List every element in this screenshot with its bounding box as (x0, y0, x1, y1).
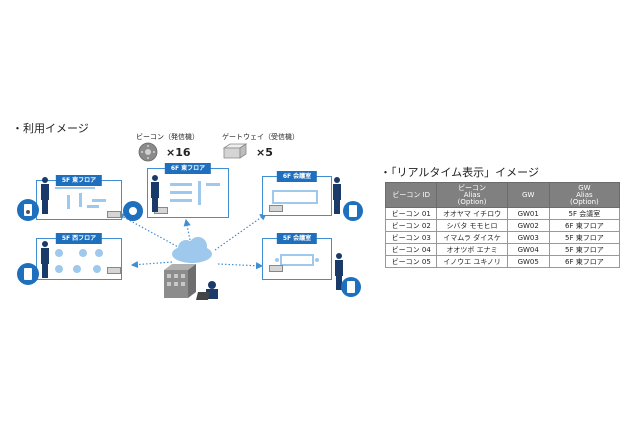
cell-beacon-id: ビーコン 01 (384, 207, 438, 220)
gateway-icon (269, 205, 283, 212)
cell-gw: GW05 (506, 255, 550, 268)
table-row: ビーコン 03 イマムラ ダイスケ GW03 5F 東フロア (384, 231, 621, 244)
header-beacon-id: ビーコン ID (384, 182, 438, 208)
desk-layout (170, 181, 220, 205)
cell-gw-alias: 5F 東フロア (548, 243, 621, 256)
header-gw: GW (506, 182, 550, 208)
table-row: ビーコン 04 オオツボ エナミ GW04 5F 東フロア (384, 243, 621, 256)
cell-gw: GW01 (506, 207, 550, 220)
floor-label: 5F 会議室 (276, 233, 318, 244)
cell-beacon-alias: オオツボ エナミ (436, 243, 508, 256)
cell-gw-alias: 6F 東フロア (548, 219, 621, 232)
cell-beacon-alias: イマムラ ダイスケ (436, 231, 508, 244)
table-header-row: ビーコン ID ビーコン Alias (Option) GW GW Alias … (384, 182, 621, 208)
desk-layout (55, 187, 106, 209)
gateway-icon (269, 265, 283, 272)
cell-beacon-id: ビーコン 05 (384, 255, 438, 268)
cell-gw-alias: 5F 東フロア (548, 231, 621, 244)
gateway-icon (107, 267, 121, 274)
table-row: ビーコン 01 オオヤマ イチロウ GW01 5F 会議室 (384, 207, 621, 220)
person-icon (333, 177, 341, 214)
desk-layout (55, 249, 103, 273)
meeting-table (275, 254, 319, 266)
usage-image-title: ・利用イメージ (12, 122, 89, 135)
cell-gw-alias: 5F 会議室 (548, 207, 621, 220)
floor-label: 5F 西フロア (55, 233, 103, 244)
meeting-table (272, 190, 318, 204)
laptop-icon (196, 281, 218, 300)
cell-gw: GW03 (506, 231, 550, 244)
building-icon (164, 264, 196, 298)
person-icon (41, 177, 49, 214)
floor-6f-east: 6F 東フロア (147, 163, 229, 218)
person-icon (151, 175, 159, 212)
table-row: ビーコン 05 イノウエ ユキノリ GW05 6F 東フロア (384, 255, 621, 268)
cell-gw-alias: 6F 東フロア (548, 255, 621, 268)
cell-beacon-id: ビーコン 02 (384, 219, 438, 232)
floor-6f-meeting-room: 6F 会議室 (262, 171, 332, 216)
cell-beacon-alias: シバタ モモヒロ (436, 219, 508, 232)
person-icon (335, 253, 343, 290)
beacon-count: ×16 (166, 146, 191, 159)
realtime-display-title: ・「リアルタイム表示」イメージ (380, 166, 539, 179)
cell-beacon-alias: イノウエ ユキノリ (436, 255, 508, 268)
gateway-count: ×5 (256, 146, 273, 159)
beacon-legend-label: ビーコン（発信機） (136, 133, 199, 141)
floor-label: 5F 東フロア (55, 175, 103, 186)
cell-beacon-alias: オオヤマ イチロウ (436, 207, 508, 220)
phone-beacon-icon (123, 201, 143, 221)
cloud-icon (172, 237, 212, 263)
floor-label: 6F 東フロア (164, 163, 212, 174)
realtime-table: ビーコン ID ビーコン Alias (Option) GW GW Alias … (384, 182, 621, 268)
table-row: ビーコン 02 シバタ モモヒロ GW02 6F 東フロア (384, 219, 621, 232)
phone-beacon-icon (17, 263, 39, 285)
header-gw-alias: GW Alias (Option) (548, 182, 621, 208)
gateway-icon (107, 211, 121, 218)
floor-5f-west: 5F 西フロア (36, 233, 122, 280)
cell-gw: GW02 (506, 219, 550, 232)
gateway-legend-label: ゲートウェイ（受信機） (222, 133, 299, 141)
person-icon (41, 241, 49, 278)
cell-beacon-id: ビーコン 03 (384, 231, 438, 244)
phone-beacon-icon (341, 277, 361, 297)
floor-5f-meeting-room: 5F 会議室 (262, 233, 332, 280)
floor-5f-east: 5F 東フロア (36, 175, 122, 220)
beacon-icon (138, 142, 158, 162)
phone-beacon-icon (343, 201, 363, 221)
floor-label: 6F 会議室 (276, 171, 318, 182)
phone-beacon-icon (17, 199, 39, 221)
cell-gw: GW04 (506, 243, 550, 256)
header-beacon-alias: ビーコン Alias (Option) (436, 182, 508, 208)
gateway-icon (222, 143, 248, 159)
cell-beacon-id: ビーコン 04 (384, 243, 438, 256)
